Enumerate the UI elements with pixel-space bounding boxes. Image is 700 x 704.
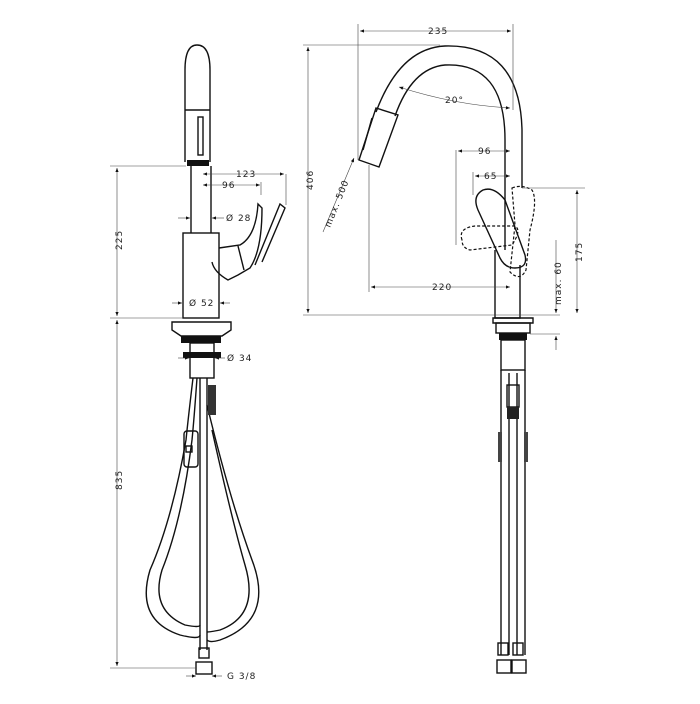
spray-nozzle-ring xyxy=(187,160,209,166)
side-view: 225 835 123 96 Ø 28 Ø 52 Ø 34 G 3/8 xyxy=(110,44,287,682)
lever-handle xyxy=(211,202,263,281)
mounting-shank xyxy=(189,342,215,379)
front-connection-nut-2 xyxy=(511,659,527,674)
dim-hose-length: 835 xyxy=(115,470,125,490)
spray-head-outline xyxy=(184,44,211,162)
dim-spout-diameter: Ø 28 xyxy=(226,213,251,224)
dim-body-diameter: Ø 52 xyxy=(189,298,214,309)
dim-connection: G 3/8 xyxy=(227,672,256,682)
dim-body-height: 225 xyxy=(115,230,125,250)
dim-total-width: 235 xyxy=(428,27,448,37)
dim-shank-diameter: Ø 34 xyxy=(227,353,252,364)
front-view: 235 406 20° max. 500 96 65 220 175 max. … xyxy=(303,24,585,674)
dim-lever-height: 175 xyxy=(575,242,585,262)
front-connection-nut-1 xyxy=(496,659,512,674)
dim-total-height: 406 xyxy=(306,170,316,190)
base-plate xyxy=(171,321,232,337)
dim-spout-reach: 220 xyxy=(432,283,452,293)
front-base-plate xyxy=(492,317,534,324)
connection-nut xyxy=(195,661,213,675)
faucet-body xyxy=(182,232,220,319)
front-lever xyxy=(475,188,527,269)
gooseneck-spout xyxy=(375,45,523,188)
dim-swivel-angle: 20° xyxy=(445,96,464,106)
dim-spout-reach-inner: 96 xyxy=(222,181,235,191)
dim-spout-reach-outer: 123 xyxy=(236,170,256,180)
dim-max-deck-thickness: max. 60 xyxy=(554,261,564,305)
front-spray-head xyxy=(358,107,399,168)
dim-lever-reach-inner: 65 xyxy=(484,172,497,182)
dim-lever-reach-outer: 96 xyxy=(478,147,491,157)
hose-weight xyxy=(183,430,199,468)
dim-pullout-length: max. 500 xyxy=(324,179,352,230)
